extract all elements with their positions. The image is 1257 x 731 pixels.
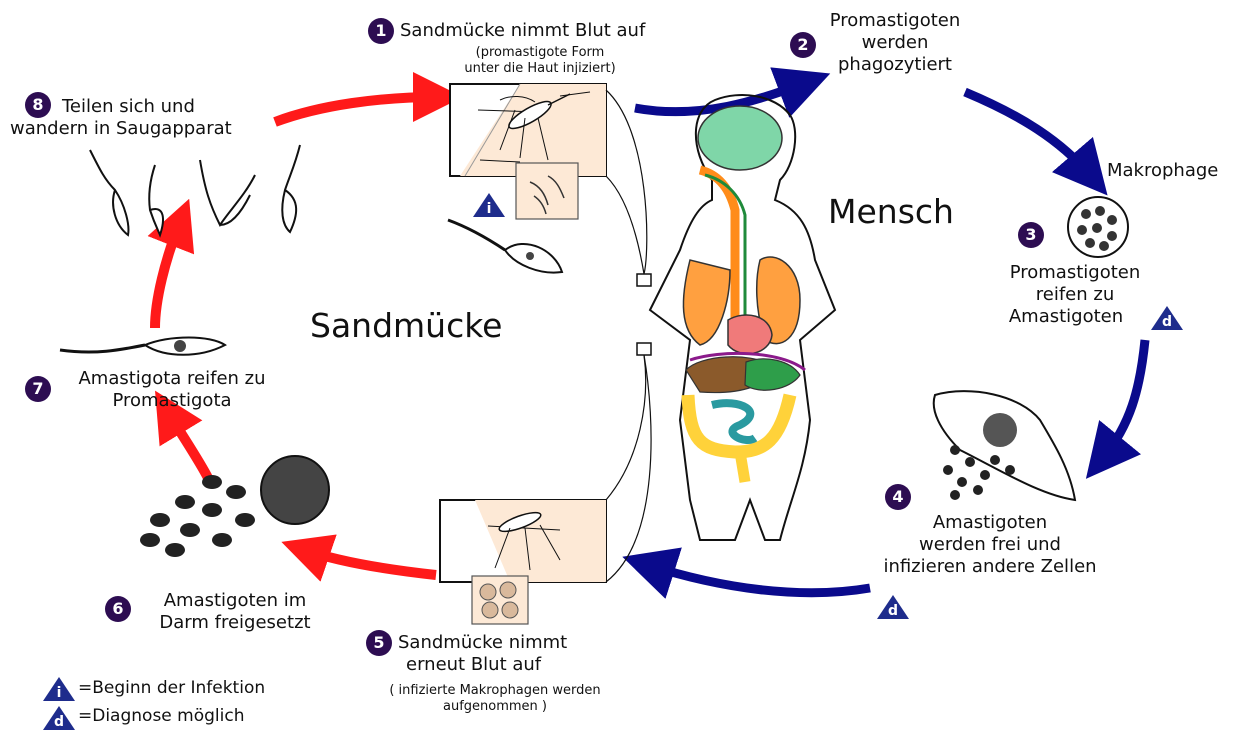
step-5-subtext: ( infizierte Makrophagen werden aufgenom…	[350, 683, 640, 715]
step-1-subtext-line1: (promastigote Form	[400, 45, 680, 61]
step-2-line2: werden	[795, 32, 995, 54]
arrow-7-to-8	[155, 222, 180, 328]
diagnosis-marker-step4-letter: d	[876, 603, 910, 619]
region-title-human: Mensch	[828, 192, 954, 231]
arrow-3-to-4	[1103, 340, 1145, 458]
promastigote-injected	[448, 220, 562, 273]
step-7-number: 7	[25, 376, 51, 402]
step-4-number: 4	[885, 484, 911, 510]
step-7-line1: Amastigota reifen zu	[52, 368, 292, 390]
diagnosis-marker-step3-letter: d	[1150, 314, 1184, 330]
legend-infection-icon: i	[42, 676, 76, 702]
arrow-8-to-1	[275, 97, 438, 122]
step-1-label: Sandmücke nimmt Blut auf	[400, 20, 645, 42]
infection-marker: i	[472, 192, 506, 218]
step-5-subtext-line1: ( infizierte Makrophagen werden	[350, 683, 640, 699]
macrophage-label: Makrophage	[1107, 160, 1218, 182]
diagnosis-marker-step4: d	[876, 594, 910, 620]
macrophage-cell	[1068, 197, 1128, 257]
promastigote-maturing	[60, 338, 225, 355]
step-5-subtext-line2: aufgenommen )	[350, 699, 640, 715]
step-2-label: Promastigoten werden phagozytiert	[795, 10, 995, 76]
step-4-label: Amastigoten werden frei und infizieren a…	[850, 512, 1130, 578]
step-8-label: Teilen sich und wandern in Saugapparat	[10, 96, 232, 140]
infection-marker-letter: i	[472, 201, 506, 217]
arrow-5-to-6	[305, 550, 436, 575]
arrow-6-to-7	[168, 412, 208, 478]
arrow-4-to-5	[648, 565, 870, 593]
arrow-2-to-3	[965, 92, 1090, 175]
step-6-line1: Amastigoten im	[130, 590, 340, 612]
step-1-subtext-line2: unter die Haut injiziert)	[400, 61, 680, 77]
legend-diagnosis-letter: d	[42, 714, 76, 730]
step-7-line2: Promastigota	[52, 390, 292, 412]
legend-infection-letter: i	[42, 685, 76, 701]
step-5-line1: Sandmücke nimmt	[398, 632, 567, 654]
legend-infection-text: =Beginn der Infektion	[78, 678, 265, 698]
step-2-line1: Promastigoten	[795, 10, 995, 32]
step-5-number: 5	[366, 630, 392, 656]
step-3-line2: reifen zu	[985, 284, 1165, 306]
human-body	[606, 90, 835, 582]
step-3-label: Promastigoten reifen zu Amastigoten	[985, 262, 1165, 328]
step-3-line3: Amastigoten	[967, 306, 1165, 328]
step-8-line1: Teilen sich und	[62, 96, 232, 118]
step-4-line3: infizieren andere Zellen	[850, 556, 1130, 578]
bite-panel-bottom	[440, 500, 606, 624]
step-5-line2: erneut Blut auf	[406, 654, 567, 676]
step-6-number: 6	[105, 596, 131, 622]
step-4-line1: Amastigoten	[850, 512, 1130, 534]
step-4-line2: werden frei und	[850, 534, 1130, 556]
legend-diagnosis-text: =Diagnose möglich	[78, 706, 244, 726]
step-2-line3: phagozytiert	[795, 54, 995, 76]
amastigotes-released	[140, 456, 329, 557]
step-1-number: 1	[368, 18, 394, 44]
diagnosis-marker-step3: d	[1150, 305, 1184, 331]
step-5-label: Sandmücke nimmt erneut Blut auf	[398, 632, 567, 676]
step-3-number: 3	[1018, 222, 1044, 248]
step-7-label: Amastigota reifen zu Promastigota	[52, 368, 292, 412]
step-6-line2: Darm freigesetzt	[130, 612, 340, 634]
legend-diagnosis-icon: d	[42, 705, 76, 731]
region-title-sandfly: Sandmücke	[310, 306, 502, 345]
ruptured-cell	[934, 391, 1075, 500]
step-3-line1: Promastigoten	[985, 262, 1165, 284]
step-8-line2: wandern in Saugapparat	[10, 118, 232, 140]
step-1-subtext: (promastigote Form unter die Haut injizi…	[400, 45, 680, 77]
promastigotes-dividing	[90, 145, 300, 235]
step-6-label: Amastigoten im Darm freigesetzt	[130, 590, 340, 634]
